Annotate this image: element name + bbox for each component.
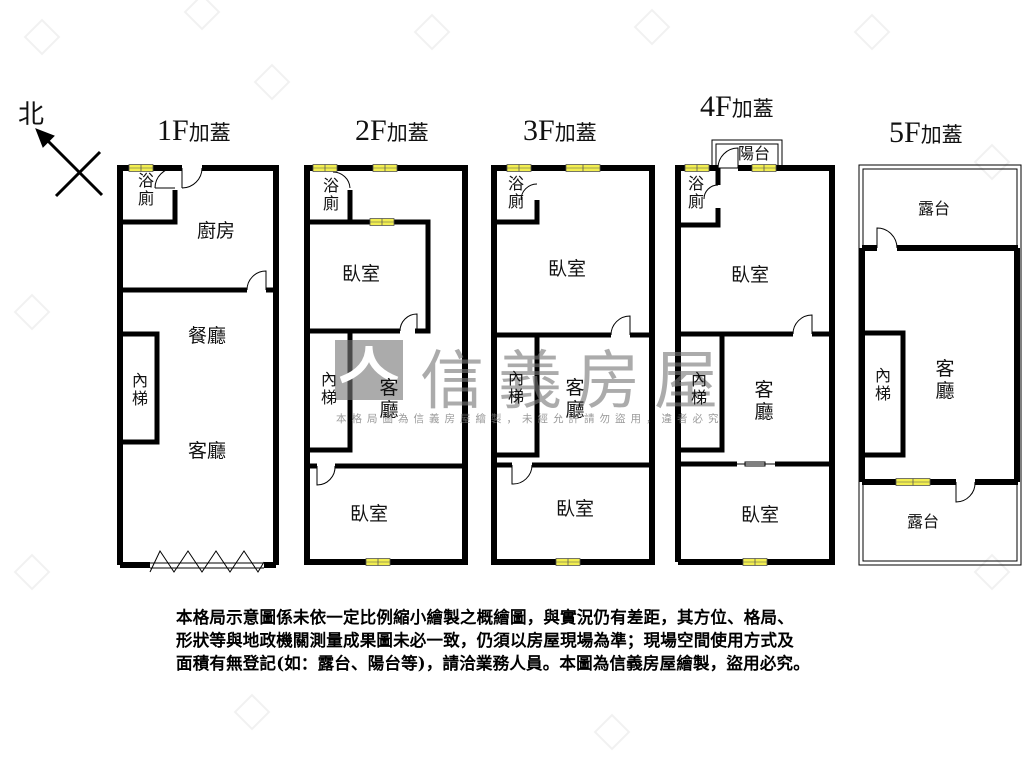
room-3f-bedroom-back: 臥室 xyxy=(556,498,595,520)
room-2f-living: 客廳 xyxy=(379,377,399,421)
floor-1f-plan xyxy=(117,165,279,573)
floor-5f-plan xyxy=(858,164,1022,566)
room-5f-terrace-back: 露台 xyxy=(907,512,940,531)
room-5f-living: 客廳 xyxy=(935,358,955,402)
brand-logo-icon xyxy=(335,340,403,400)
background-watermark-pattern xyxy=(13,0,1011,751)
floor-title-3f: 3F加蓋 xyxy=(523,114,597,147)
room-2f-bath: 浴廁 xyxy=(322,176,339,214)
room-3f-living: 客廳 xyxy=(565,377,585,421)
north-arrow-icon xyxy=(35,128,104,198)
disclaimer-line-3: 面積有無登記(如：露台、陽台等)，請洽業務人員。本圖為信義房屋繪製，盜用必究。 xyxy=(176,654,810,673)
disclaimer-line-2: 形狀等與地政機關測量成果圖未必一致，仍須以房屋現場為準；現場空間使用方式及 xyxy=(176,631,794,650)
room-4f-living: 客廳 xyxy=(754,379,774,423)
room-4f-stairs: 內梯 xyxy=(690,370,707,408)
room-4f-bath: 浴廁 xyxy=(687,174,704,212)
floor-title-4f: 4F加蓋 xyxy=(700,90,774,123)
room-1f-dining: 餐廳 xyxy=(188,325,227,347)
watermark-notice: 本格局圖為信義房屋繪製，未經允許請勿盜用，違者必究 xyxy=(336,413,724,425)
room-1f-stairs: 內梯 xyxy=(131,371,148,409)
room-3f-bedroom-front: 臥室 xyxy=(548,258,587,280)
floor-title-5f: 5F加蓋 xyxy=(889,116,963,149)
room-5f-stairs: 內梯 xyxy=(874,366,891,404)
room-1f-living: 客廳 xyxy=(188,440,227,462)
watermark-brand: 信義房屋 xyxy=(420,345,732,419)
room-2f-stairs: 內梯 xyxy=(320,370,337,408)
floor-title-1f: 1F加蓋 xyxy=(157,114,231,147)
room-4f-bedroom-back: 臥室 xyxy=(741,504,780,526)
room-3f-bath: 浴廁 xyxy=(507,174,524,212)
room-1f-bath: 浴廁 xyxy=(137,171,154,209)
room-3f-stairs: 內梯 xyxy=(507,369,524,407)
room-2f-bedroom-front: 臥室 xyxy=(342,263,381,285)
disclaimer-line-1: 本格局示意圖係未依一定比例縮小繪製之概繪圖，與實況仍有差距，其方位、格局、 xyxy=(176,608,794,627)
floor-title-2f: 2F加蓋 xyxy=(355,114,429,147)
room-5f-terrace-front: 露台 xyxy=(918,199,951,218)
room-1f-kitchen: 廚房 xyxy=(197,220,236,242)
room-4f-bedroom-front: 臥室 xyxy=(731,264,770,286)
room-2f-bedroom-back: 臥室 xyxy=(350,503,389,525)
room-4f-balcony: 陽台 xyxy=(738,144,771,163)
disclaimer-text: 本格局示意圖係未依一定比例縮小繪製之概繪圖，與實況仍有差距，其方位、格局、 形狀… xyxy=(176,606,976,675)
north-label: 北 xyxy=(18,100,45,130)
